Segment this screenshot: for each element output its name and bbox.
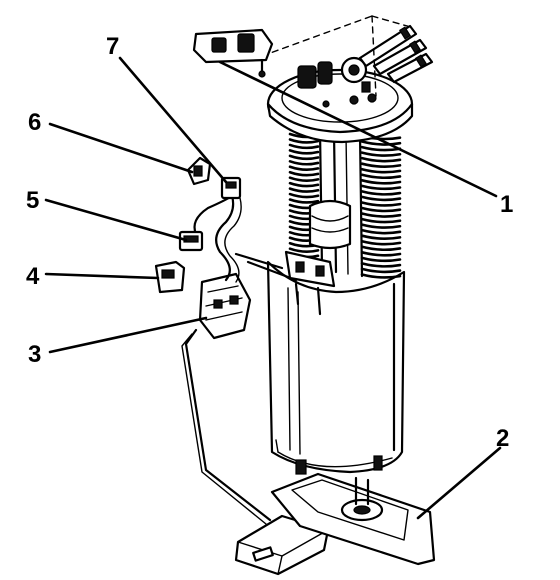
- leader-5: [44, 198, 188, 242]
- float: [234, 514, 330, 576]
- top-flange: [266, 56, 414, 144]
- leader-4: [44, 272, 160, 280]
- leader-1: [218, 60, 498, 198]
- wiring-harness: [193, 194, 298, 283]
- clip-item-6: [186, 156, 212, 186]
- leader-2: [416, 446, 502, 520]
- callout-2: 2: [496, 425, 509, 452]
- callout-1: 1: [500, 191, 513, 218]
- pump-module-body: [266, 260, 406, 475]
- callout-labels: 1 2 3 4 5 6 7: [26, 33, 513, 452]
- leader-7: [118, 56, 228, 184]
- fuel-pump-inner: [308, 199, 352, 250]
- retainer-item-4: [154, 260, 186, 294]
- callout-7: 7: [106, 33, 119, 60]
- leader-3: [48, 316, 208, 354]
- leader-lines: [44, 56, 502, 520]
- callout-5: 5: [26, 187, 39, 214]
- fuel-level-sender: [181, 272, 272, 525]
- leader-6: [48, 122, 194, 174]
- fuel-pressure-sensor: [192, 28, 274, 78]
- callout-4: 4: [26, 263, 40, 290]
- callout-3: 3: [28, 341, 41, 368]
- fuel-strainer: [270, 472, 436, 566]
- callout-6: 6: [28, 109, 41, 136]
- canister-connector: [284, 250, 336, 316]
- fuel-line-tubes: [261, 15, 434, 97]
